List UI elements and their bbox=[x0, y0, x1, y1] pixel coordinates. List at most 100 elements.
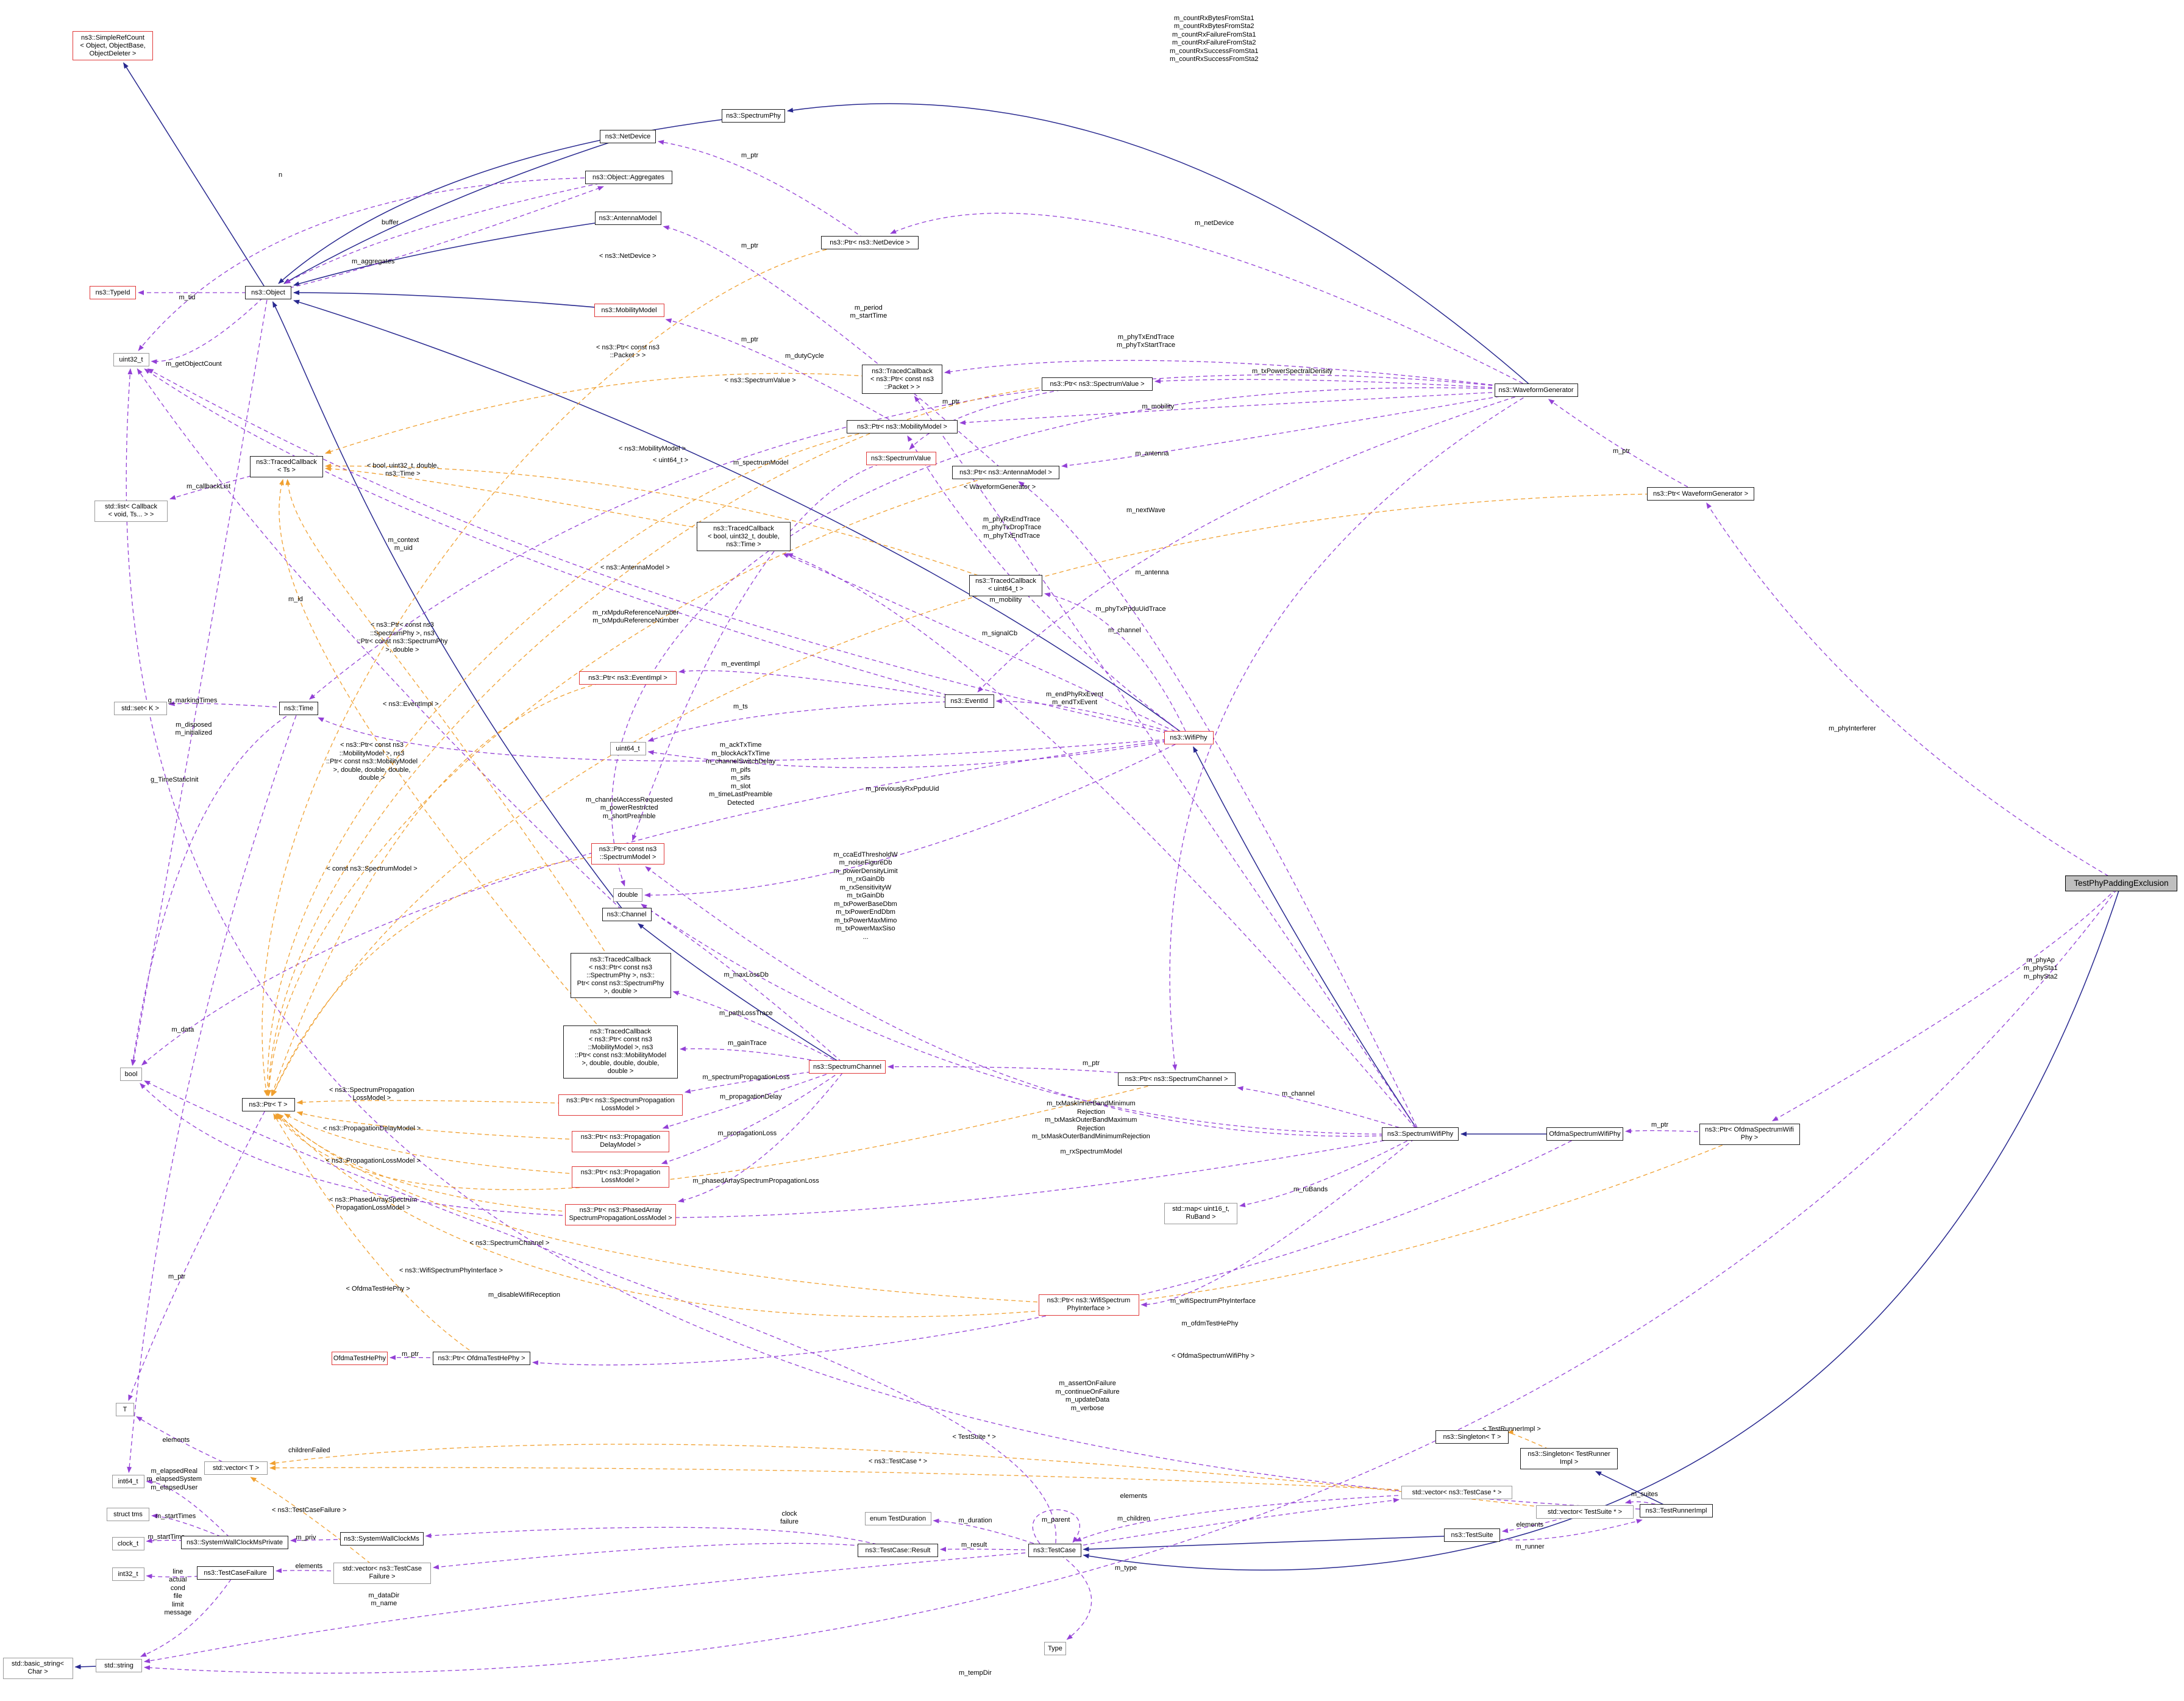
class-ns3-tracedcallback-bool-uint32-t-double-ns3-time[interactable]: ns3::TracedCallback< bool, uint32_t, dou… bbox=[697, 522, 791, 551]
class-struct-tms[interactable]: struct tms bbox=[107, 1508, 149, 1521]
class-ns3-testcase-result[interactable]: ns3::TestCase::Result bbox=[858, 1544, 938, 1557]
edge-label-line: m_powerDensityLimit bbox=[833, 867, 898, 875]
edge-label-line: actual bbox=[169, 1576, 187, 1583]
edge-label-line: m_suites bbox=[1631, 1491, 1659, 1498]
class-ns3-testsuite[interactable]: ns3::TestSuite bbox=[1444, 1528, 1500, 1542]
class-ns3-systemwallclockmsprivate[interactable]: ns3::SystemWallClockMsPrivate bbox=[181, 1536, 288, 1549]
class-ofdmatesthephy[interactable]: OfdmaTestHePhy bbox=[332, 1352, 388, 1365]
class-int32-t[interactable]: int32_t bbox=[112, 1567, 144, 1581]
class-ns3-netdevice[interactable]: ns3::NetDevice bbox=[600, 130, 656, 143]
class-ns3-spectrumphy[interactable]: ns3::SpectrumPhy bbox=[722, 109, 785, 123]
edge-label-m-netdevice: m_netDevice bbox=[1195, 219, 1234, 228]
class-ns3-antennamodel[interactable]: ns3::AntennaModel bbox=[594, 212, 661, 225]
edge-label-line: m_disableWifiReception bbox=[488, 1291, 560, 1299]
class-label-line: bool bbox=[124, 1070, 138, 1078]
class-ns3-tracedcallback-uint64-t[interactable]: ns3::TracedCallback< uint64_t > bbox=[969, 574, 1042, 596]
class-int64-t[interactable]: int64_t bbox=[112, 1475, 144, 1488]
class-ns3-ptr-ofdmatesthephy[interactable]: ns3::Ptr< OfdmaTestHePhy > bbox=[433, 1352, 530, 1365]
class-ns3-testcase[interactable]: ns3::TestCase bbox=[1028, 1544, 1081, 1557]
class-ns3-ptr-const-ns3-spectrummodel[interactable]: ns3::Ptr< const ns3::SpectrumModel > bbox=[591, 843, 664, 865]
class-ns3-object-aggregates[interactable]: ns3::Object::Aggregates bbox=[585, 171, 672, 184]
class-t[interactable]: T bbox=[116, 1403, 134, 1416]
edge-label-elements: elements bbox=[1120, 1492, 1148, 1501]
class-ns3-ptr-waveformgenerator[interactable]: ns3::Ptr< WaveformGenerator > bbox=[1647, 487, 1754, 501]
edge-label-line: clock bbox=[781, 1510, 797, 1517]
class-ns3-spectrumwifiphy[interactable]: ns3::SpectrumWifiPhy bbox=[1382, 1127, 1459, 1141]
class-std-vector-t[interactable]: std::vector< T > bbox=[204, 1461, 268, 1475]
class-std-map-uint16-t-ruband[interactable]: std::map< uint16_t,RuBand > bbox=[1164, 1202, 1237, 1224]
edge-label-line: m_txPowerEndDbm bbox=[836, 908, 895, 916]
class-ns3-spectrumvalue[interactable]: ns3::SpectrumValue bbox=[866, 452, 936, 465]
class-uint64-t[interactable]: uint64_t bbox=[610, 742, 646, 755]
class-ofdmaspectrumwifiphy[interactable]: OfdmaSpectrumWifiPhy bbox=[1546, 1127, 1623, 1141]
edge-label-line: m_propagationLoss bbox=[717, 1130, 777, 1137]
edge-label-line: Rejection bbox=[1076, 1124, 1105, 1132]
class-ns3-ptr-t[interactable]: ns3::Ptr< T > bbox=[241, 1098, 295, 1111]
edge-label-line: >, double > bbox=[385, 646, 419, 654]
class-ns3-ptr-ns3-spectrumchannel[interactable]: ns3::Ptr< ns3::SpectrumChannel > bbox=[1117, 1072, 1236, 1086]
class-ns3-testcasefailure[interactable]: ns3::TestCaseFailure bbox=[197, 1566, 274, 1580]
class-ns3-spectrumchannel[interactable]: ns3::SpectrumChannel bbox=[809, 1060, 886, 1074]
class-ns3-object[interactable]: ns3::Object bbox=[245, 286, 291, 299]
edge-label-line: m_txMaskOuterBandMinimumRejection bbox=[1032, 1133, 1150, 1140]
class-std-list-callback-void-ts[interactable]: std::list< Callback< void, Ts... > > bbox=[94, 500, 168, 522]
class-ns3-ptr-ns3-eventimpl[interactable]: ns3::Ptr< ns3::EventImpl > bbox=[579, 671, 677, 685]
edge-label-m-rubands: m_ruBands bbox=[1293, 1186, 1328, 1194]
class-std-set-k[interactable]: std::set< K > bbox=[113, 702, 167, 715]
edge-label-line: m_txPowerMaxSiso bbox=[836, 925, 895, 932]
class-double[interactable]: double bbox=[613, 888, 642, 902]
class-ns3-ptr-ns3-netdevice[interactable]: ns3::Ptr< ns3::NetDevice > bbox=[821, 236, 919, 249]
class-ns3-ptr-ns3-mobilitymodel[interactable]: ns3::Ptr< ns3::MobilityModel > bbox=[847, 420, 958, 433]
class-ns3-wifiphy[interactable]: ns3::WifiPhy bbox=[1164, 731, 1214, 744]
edge-label-line: m_txGainDb bbox=[847, 892, 884, 899]
class-bool[interactable]: bool bbox=[120, 1068, 142, 1081]
class-testphypaddingexclusion[interactable]: TestPhyPaddingExclusion bbox=[2065, 875, 2177, 891]
class-ns3-typeid[interactable]: ns3::TypeId bbox=[90, 286, 136, 299]
class-ns3-tracedcallback-ns3-ptr-const-ns3-packet[interactable]: ns3::TracedCallback< ns3::Ptr< const ns3… bbox=[862, 365, 942, 394]
class-uint32-t[interactable]: uint32_t bbox=[113, 353, 149, 366]
class-ns3-channel[interactable]: ns3::Channel bbox=[602, 908, 652, 921]
edge-label-line: m_pathLossTrace bbox=[719, 1010, 773, 1017]
edge-label-line: < ns3::PhasedArraySpectrum bbox=[329, 1196, 417, 1204]
edge-label-line: m_channel bbox=[1108, 627, 1141, 634]
edge-label-m-starttimes: m_startTimes bbox=[155, 1513, 196, 1521]
class-std-basic-string-char[interactable]: std::basic_string<Char > bbox=[2, 1657, 73, 1679]
class-type[interactable]: Type bbox=[1044, 1642, 1066, 1655]
class-ns3-ptr-ns3-spectrumvalue[interactable]: ns3::Ptr< ns3::SpectrumValue > bbox=[1042, 377, 1153, 391]
class-ns3-systemwallclockms[interactable]: ns3::SystemWallClockMs bbox=[340, 1532, 424, 1546]
class-std-vector-testsuite[interactable]: std::vector< TestSuite * > bbox=[1536, 1505, 1634, 1519]
edge-label-m-ptr: m_ptr bbox=[741, 242, 758, 251]
class-ns3-tracedcallback-ns3-ptr-const-ns3-spectrumphy[interactable]: ns3::TracedCallback< ns3::Ptr< const ns3… bbox=[570, 953, 671, 998]
class-std-vector-ns3-testcase[interactable]: std::vector< ns3::TestCase * > bbox=[1401, 1486, 1512, 1499]
class-ns3-singleton-t[interactable]: ns3::Singleton< T > bbox=[1435, 1430, 1509, 1444]
class-ns3-mobilitymodel[interactable]: ns3::MobilityModel bbox=[594, 304, 664, 317]
class-ns3-eventid[interactable]: ns3::EventId bbox=[944, 694, 994, 708]
edge-label-m-pathlosstrace: m_pathLossTrace bbox=[719, 1010, 773, 1018]
class-ns3-tracedcallback-ts[interactable]: ns3::TracedCallback< Ts > bbox=[250, 455, 323, 477]
edge-testCase-to-vectorTestCasePtr bbox=[1054, 1497, 1400, 1551]
edge-label-line: m_ruBands bbox=[1293, 1186, 1328, 1193]
class-ns3-simplerefcount-object-objectbase-objectdelet[interactable]: ns3::SimpleRefCount< Object, ObjectBase,… bbox=[73, 31, 153, 60]
class-std-string[interactable]: std::string bbox=[96, 1659, 142, 1672]
class-ns3-time[interactable]: ns3::Time bbox=[279, 702, 318, 715]
class-ns3-testrunnerimpl[interactable]: ns3::TestRunnerImpl bbox=[1640, 1504, 1713, 1517]
class-clock-t[interactable]: clock_t bbox=[112, 1537, 144, 1550]
class-label-line: ns3::SpectrumChannel bbox=[813, 1063, 881, 1071]
edge-tcTs-to-listCallback bbox=[169, 466, 287, 500]
edge-testPhyPaddingExclusion-to-testCase bbox=[1083, 883, 2122, 1571]
class-ns3-tracedcallback-ns3-ptr-const-ns3-mobilitymod[interactable]: ns3::TracedCallback< ns3::Ptr< const ns3… bbox=[563, 1025, 678, 1079]
edge-vectorTestSuitePtr-to-vectorT bbox=[269, 1444, 1585, 1513]
class-enum-testduration[interactable]: enum TestDuration bbox=[864, 1512, 931, 1525]
class-ns3-ptr-ns3-antennamodel[interactable]: ns3::Ptr< ns3::AntennaModel > bbox=[952, 466, 1059, 479]
class-ns3-waveformgenerator[interactable]: ns3::WaveformGenerator bbox=[1494, 383, 1578, 397]
